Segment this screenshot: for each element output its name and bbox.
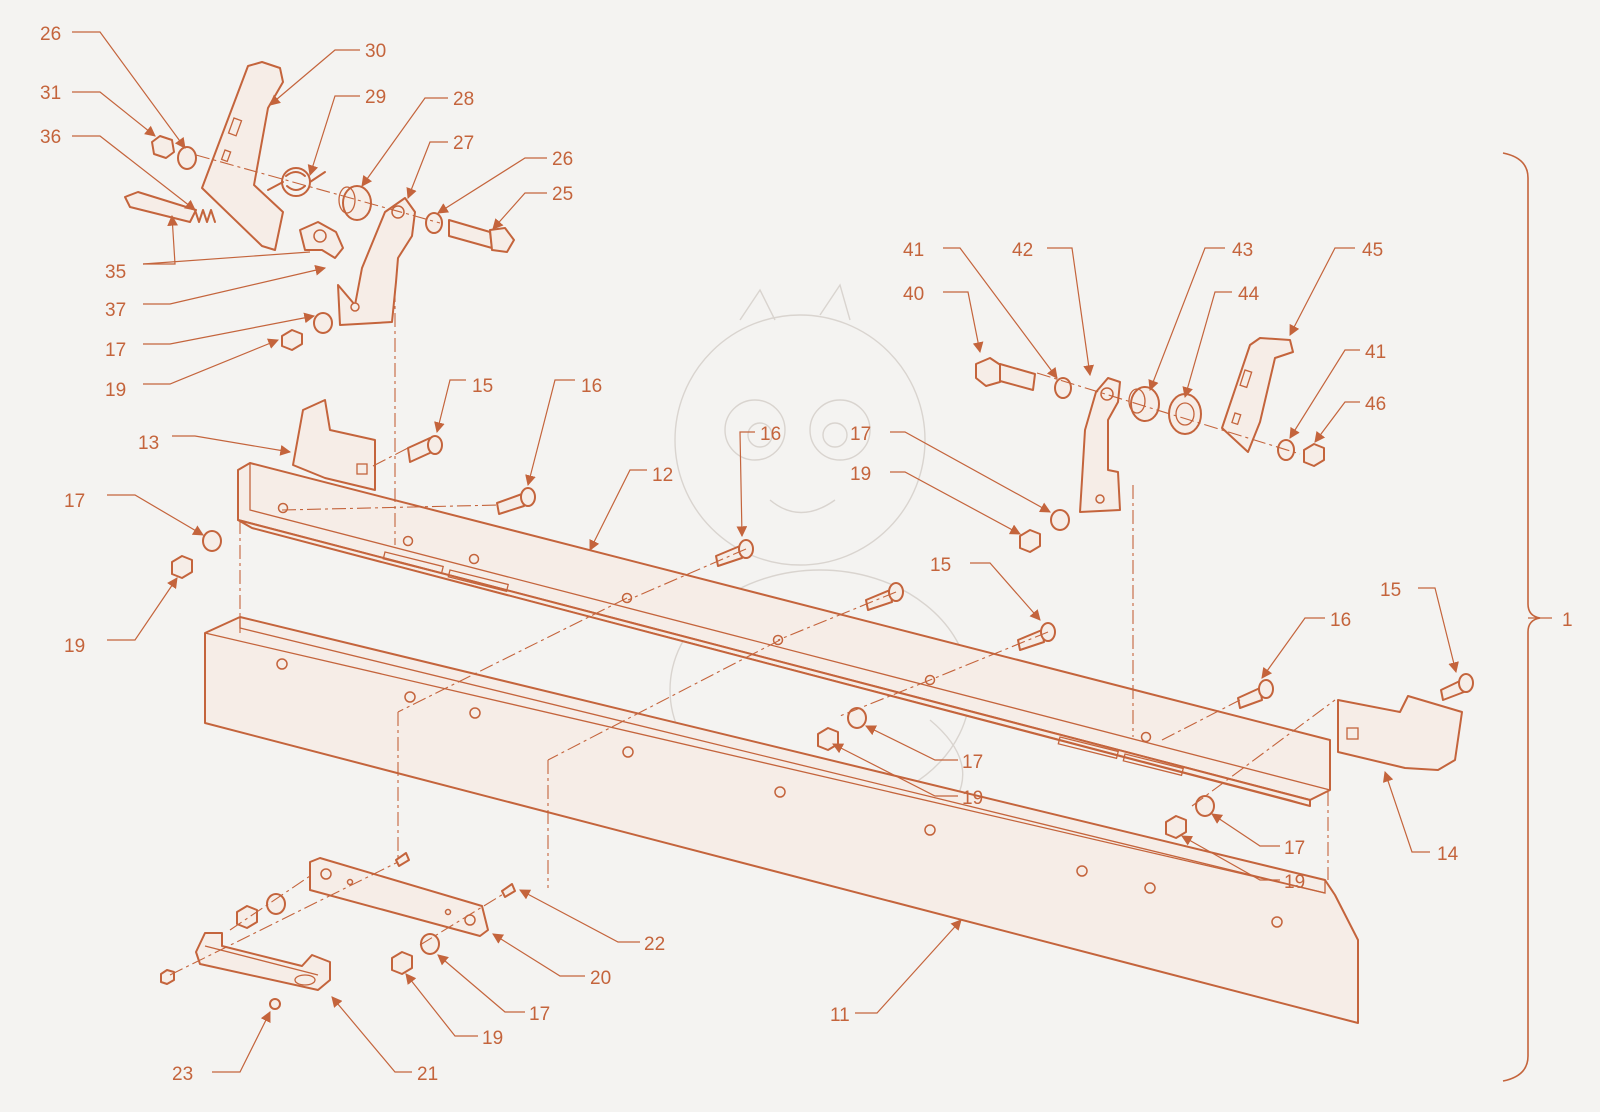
callout-19: 19 bbox=[850, 464, 871, 485]
callout-41: 41 bbox=[903, 240, 924, 261]
callout-14: 14 bbox=[1437, 844, 1459, 865]
leader-lines bbox=[72, 31, 1552, 1073]
callout-12: 12 bbox=[652, 465, 673, 486]
right-handle-assembly bbox=[975, 337, 1325, 553]
part-11-blade bbox=[204, 616, 1359, 1024]
part-12-angle-rail bbox=[237, 462, 1331, 807]
callout-16: 16 bbox=[581, 376, 602, 397]
callout-46: 46 bbox=[1365, 394, 1386, 415]
callout-20: 20 bbox=[590, 968, 611, 989]
callout-11: 11 bbox=[830, 1005, 850, 1026]
callout-17: 17 bbox=[1284, 838, 1305, 859]
callout-26: 26 bbox=[552, 149, 573, 170]
callout-19: 19 bbox=[962, 788, 983, 809]
callout-44: 44 bbox=[1238, 284, 1260, 305]
callout-45: 45 bbox=[1362, 240, 1383, 261]
part-13-end-bracket bbox=[292, 399, 376, 491]
callout-19: 19 bbox=[64, 636, 85, 657]
callout-22: 22 bbox=[644, 934, 665, 955]
callout-42: 42 bbox=[1012, 240, 1033, 261]
callout-17: 17 bbox=[64, 491, 85, 512]
callout-43: 43 bbox=[1232, 240, 1253, 261]
callout-29: 29 bbox=[365, 87, 386, 108]
callout-23: 23 bbox=[172, 1064, 193, 1085]
callout-17: 17 bbox=[529, 1004, 550, 1025]
callout-19: 19 bbox=[1284, 872, 1305, 893]
callout-15: 15 bbox=[930, 555, 951, 576]
callout-labels: 26 31 36 30 29 28 27 26 25 35 37 17 19 1… bbox=[40, 24, 1573, 1085]
callout-28: 28 bbox=[453, 89, 474, 110]
assembly-lines bbox=[169, 154, 1336, 976]
lower-handle-assembly bbox=[160, 852, 516, 1010]
callout-35: 35 bbox=[105, 262, 126, 283]
callout-19: 19 bbox=[105, 380, 126, 401]
callout-25: 25 bbox=[552, 184, 573, 205]
callout-30: 30 bbox=[365, 41, 386, 62]
callout-27: 27 bbox=[453, 133, 474, 154]
callout-41: 41 bbox=[1365, 342, 1386, 363]
callout-16: 16 bbox=[760, 424, 781, 445]
fasteners bbox=[171, 435, 1474, 839]
part-14-end-bracket bbox=[1337, 695, 1463, 771]
callout-17: 17 bbox=[962, 752, 983, 773]
callout-36: 36 bbox=[40, 127, 61, 148]
callout-40: 40 bbox=[903, 284, 924, 305]
callout-15: 15 bbox=[472, 376, 493, 397]
left-handle-assembly bbox=[124, 61, 515, 351]
callout-15: 15 bbox=[1380, 580, 1401, 601]
callout-13: 13 bbox=[138, 433, 159, 454]
callout-17: 17 bbox=[105, 340, 126, 361]
callout-31: 31 bbox=[40, 83, 61, 104]
callout-21: 21 bbox=[417, 1064, 438, 1085]
callout-26: 26 bbox=[40, 24, 61, 45]
callout-19: 19 bbox=[482, 1028, 503, 1049]
callout-37: 37 bbox=[105, 300, 126, 321]
callout-1: 1 bbox=[1562, 610, 1573, 631]
callout-16: 16 bbox=[1330, 610, 1351, 631]
callout-17: 17 bbox=[850, 424, 871, 445]
assembly-bracket bbox=[1502, 152, 1541, 1082]
